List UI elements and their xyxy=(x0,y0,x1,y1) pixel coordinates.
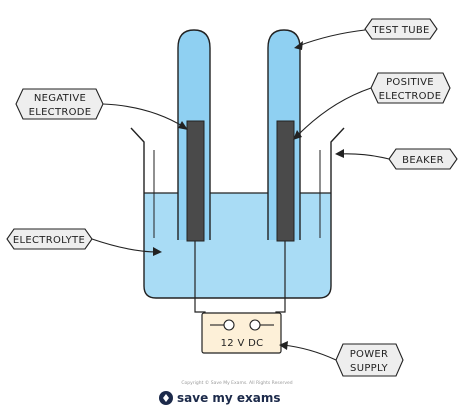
electrolyte-arrow xyxy=(91,238,159,253)
logo-diamond-icon xyxy=(163,394,169,402)
arrowhead xyxy=(293,130,302,140)
electrolyte-tag xyxy=(6,228,93,250)
positive-electrode-label-2: ELECTRODE xyxy=(379,91,442,102)
positive-electrode xyxy=(276,120,295,242)
power-supply-box xyxy=(201,312,282,354)
save-my-exams-logo: save my exams xyxy=(159,391,281,405)
positive-electrode-arrow xyxy=(295,87,372,138)
negative-electrode-arrow xyxy=(102,103,185,128)
test-tube-label: TEST TUBE xyxy=(371,25,429,36)
beaker xyxy=(130,127,345,299)
test-tube-tag xyxy=(364,18,438,40)
power-source-label: 12 V DC xyxy=(221,338,264,349)
arrowhead xyxy=(335,149,344,158)
arrowhead xyxy=(153,247,162,256)
negative-electrode xyxy=(186,120,205,242)
power-supply-label-1: POWER xyxy=(350,349,389,360)
arrowhead xyxy=(294,41,303,50)
positive-electrode-label-1: POSITIVE xyxy=(386,77,434,88)
terminal-positive xyxy=(249,319,261,331)
power-supply-label-2: SUPPLY xyxy=(350,363,388,374)
beaker-label: BEAKER xyxy=(402,155,444,166)
brand-text: save my exams xyxy=(177,391,281,405)
power-supply-arrow xyxy=(282,344,337,361)
negative-electrode-tag xyxy=(15,88,104,120)
terminal-negative xyxy=(223,319,235,331)
electrolyte-liquid xyxy=(144,193,331,298)
arrowhead xyxy=(279,341,288,350)
negative-electrode-label-1: NEGATIVE xyxy=(34,93,86,104)
copyright-text: Copyright © Save My Exams. All Rights Re… xyxy=(181,379,292,386)
electrolyte-label: ELECTROLYTE xyxy=(13,235,85,246)
arrowhead xyxy=(178,121,188,130)
negative-electrode-label-2: ELECTRODE xyxy=(29,107,92,118)
beaker-arrow xyxy=(338,153,390,160)
test-tube-arrow xyxy=(297,29,366,47)
